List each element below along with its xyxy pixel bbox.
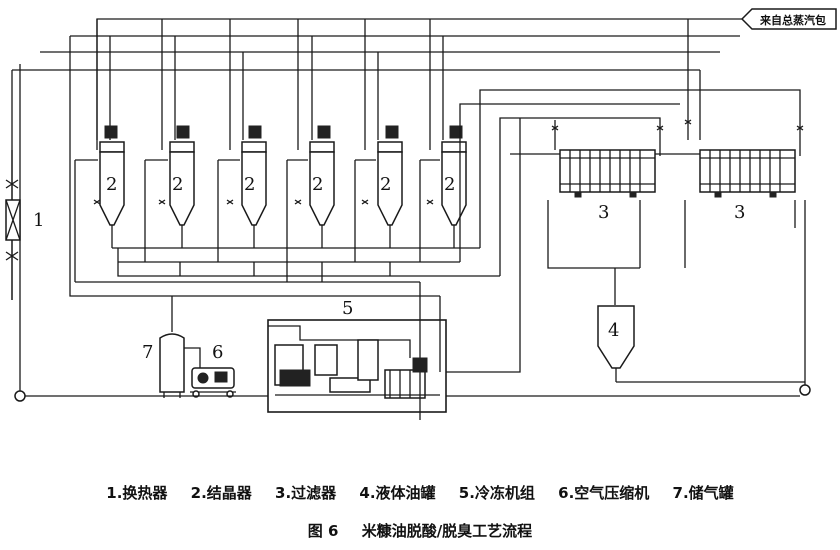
crystallizer-2-number: 2 — [172, 174, 183, 195]
crystallizer-4-number: 2 — [312, 174, 323, 195]
figure-title: 米糠油脱酸/脱臭工艺流程 — [361, 522, 533, 540]
filter-1: 3 — [554, 120, 656, 223]
liquid-oil-tank: 4 — [597, 305, 635, 382]
header-pipes — [11, 18, 742, 390]
legend-item-7: 7.储气罐 — [672, 484, 734, 502]
process-flow-diagram: 来自总蒸汽包 1 — [5, 8, 837, 420]
crystallizer-2: 2 — [169, 125, 195, 248]
legend-item-6: 6.空气压缩机 — [558, 484, 650, 502]
air-compressor: 6 — [184, 342, 236, 398]
crystallizer-3-number: 2 — [244, 174, 255, 195]
legend: 1.换热器 2.结晶器 3.过滤器 4.液体油罐 5.冷冻机组 6.空气压缩机 … — [0, 482, 840, 503]
return-lines — [14, 118, 811, 402]
legend-item-2: 2.结晶器 — [190, 484, 252, 502]
filter-2-number: 3 — [734, 202, 745, 223]
figure-number: 图 6 — [307, 522, 339, 540]
steam-source-tag: 来自总蒸汽包 — [740, 8, 837, 30]
refrigeration-number: 5 — [342, 298, 353, 319]
crystallizer-1: 2 — [99, 125, 125, 248]
legend-item-4: 4.液体油罐 — [359, 484, 436, 502]
crystallizer-6-number: 2 — [444, 174, 455, 195]
crystallizer-1-number: 2 — [106, 174, 117, 195]
crystallizers: 2 2 2 2 — [99, 125, 467, 248]
crystallizer-5-number: 2 — [380, 174, 391, 195]
oil-tank-number: 4 — [608, 320, 619, 341]
compressor-number: 6 — [212, 342, 223, 363]
crystallizer-3: 2 — [241, 125, 267, 248]
legend-item-3: 3.过滤器 — [275, 484, 337, 502]
filter-piping — [510, 140, 806, 390]
collection-manifolds — [69, 36, 801, 420]
legend-item-5: 5.冷冻机组 — [458, 484, 535, 502]
valve-markers — [93, 119, 804, 205]
filter-1-number: 3 — [598, 202, 609, 223]
heat-exchanger: 1 — [5, 150, 44, 300]
legend-item-1: 1.换热器 — [106, 484, 168, 502]
filter-2: 3 — [699, 149, 796, 223]
figure-caption: 图 6 米糠油脱酸/脱臭工艺流程 — [0, 520, 840, 541]
gas-storage-tank: 7 — [142, 296, 185, 398]
crystallizer-6: 2 — [441, 125, 467, 248]
refrigeration-unit: 5 — [267, 298, 447, 413]
steam-source-label: 来自总蒸汽包 — [759, 13, 826, 27]
crystallizer-4: 2 — [309, 125, 335, 248]
crystallizer-5: 2 — [377, 125, 403, 248]
gas-tank-number: 7 — [142, 342, 153, 363]
heat-exchanger-number: 1 — [33, 210, 44, 231]
